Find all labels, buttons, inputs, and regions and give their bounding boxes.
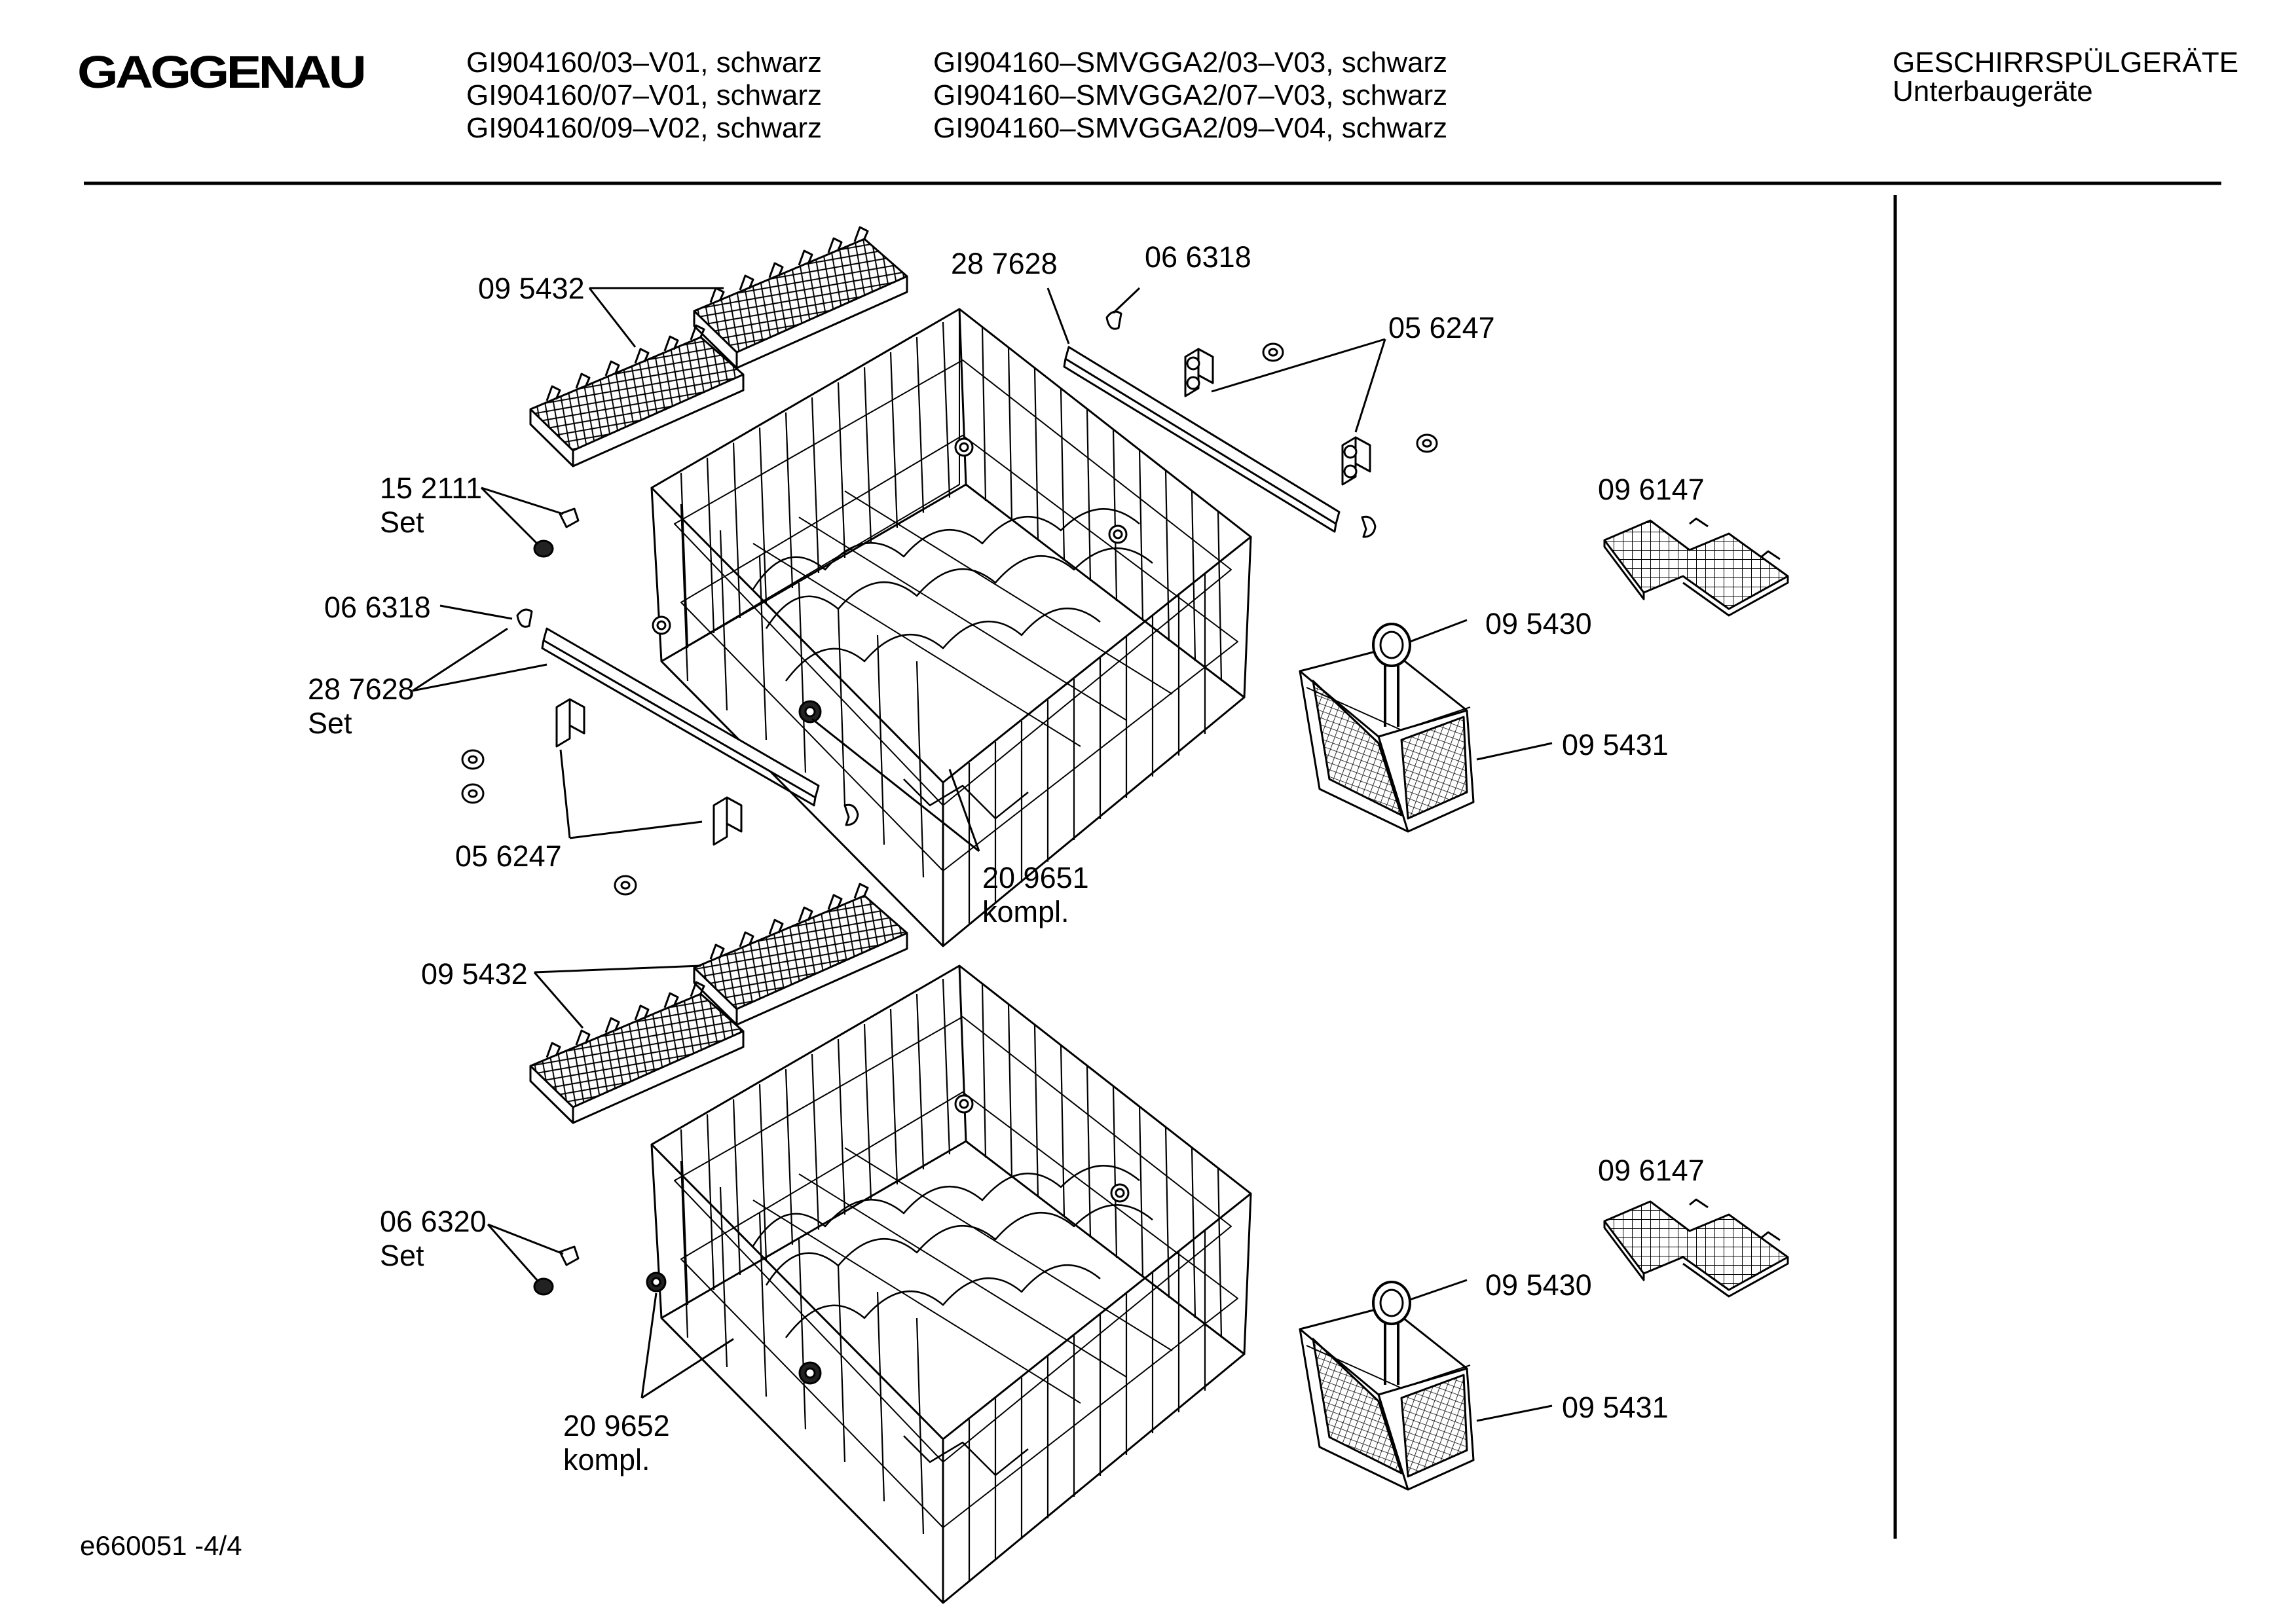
roller-brackets <box>555 348 1371 846</box>
cutlery-tray-upper <box>1603 517 1789 617</box>
end-stop-parts <box>516 310 1377 826</box>
part-label: 20 9652 <box>563 1409 670 1442</box>
upper-basket <box>650 308 1252 947</box>
cutlery-tray-lower <box>1603 1198 1789 1298</box>
part-label: 09 5430 <box>1485 607 1592 640</box>
lower-basket <box>646 964 1252 1604</box>
part-label: 05 6247 <box>455 839 562 873</box>
part-label: 20 9651 <box>982 861 1089 894</box>
part-label: 06 6320 <box>380 1205 487 1238</box>
knob-sets <box>533 507 580 1296</box>
part-label: 09 5432 <box>421 957 528 991</box>
part-label: 05 6247 <box>1388 311 1495 344</box>
part-label: kompl. <box>982 895 1069 928</box>
model-line-3a: GI904160/09–V02, schwarz <box>466 112 823 144</box>
rail-right <box>1063 346 1341 533</box>
drawing-id: e660051 -4/4 <box>80 1530 242 1561</box>
part-label: kompl. <box>563 1443 650 1476</box>
cutlery-basket-upper <box>1299 623 1475 833</box>
model-line-1b: GI904160–SMVGGA2/03–V03, schwarz <box>933 46 1448 79</box>
model-line-2a: GI904160/07–V01, schwarz <box>466 79 823 111</box>
part-label: 09 5430 <box>1485 1268 1592 1302</box>
cup-shelf-lower-b <box>693 883 908 1026</box>
part-label: Set <box>380 505 424 539</box>
part-label: 09 6147 <box>1598 1154 1705 1187</box>
part-label: 06 6318 <box>324 591 431 624</box>
part-label: 09 6147 <box>1598 473 1705 506</box>
part-label: 09 5431 <box>1562 1391 1669 1424</box>
model-line-1a: GI904160/03–V01, schwarz <box>466 46 823 79</box>
cup-shelf-lower-a <box>529 981 745 1124</box>
rollers <box>461 342 1438 896</box>
part-label: 28 7628 <box>951 247 1058 280</box>
part-label: Set <box>308 706 352 740</box>
cutlery-basket-lower <box>1299 1281 1475 1491</box>
part-label: 06 6318 <box>1145 240 1251 274</box>
part-label: 15 2111 <box>380 471 482 505</box>
part-label: Set <box>380 1239 424 1272</box>
part-label: 28 7628 <box>308 672 415 706</box>
category-title: GESCHIRRSPÜLGERÄTE <box>1893 46 2239 79</box>
cup-shelf-upper-b <box>693 226 908 369</box>
model-line-2b: GI904160–SMVGGA2/07–V03, schwarz <box>933 79 1448 111</box>
gaggenau-logo: GAGGENAU <box>77 46 367 98</box>
part-label: 09 5431 <box>1562 728 1669 761</box>
part-label: 09 5432 <box>478 272 585 305</box>
leader-lines <box>412 287 1553 1422</box>
cup-shelf-upper-a <box>529 324 745 467</box>
model-line-3b: GI904160–SMVGGA2/09–V04, schwarz <box>933 112 1448 144</box>
category-subtitle: Unterbaugeräte <box>1893 75 2093 107</box>
rail-left <box>541 627 820 807</box>
